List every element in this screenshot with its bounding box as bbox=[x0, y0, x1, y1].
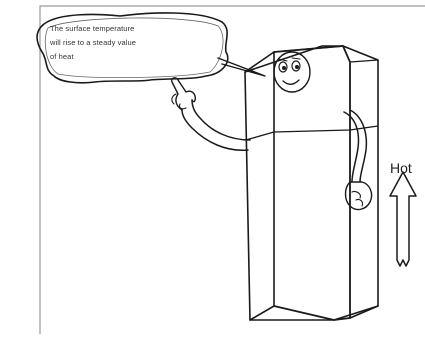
right-pupil-icon bbox=[296, 66, 299, 69]
door-hand-fingers bbox=[352, 191, 363, 206]
fridge-side-panel bbox=[245, 52, 274, 320]
fridge-face-smile bbox=[283, 80, 299, 84]
fridge-top-right bbox=[350, 60, 378, 62]
hot-label: Hot bbox=[390, 160, 412, 176]
fridge-top bbox=[245, 46, 343, 72]
pointing-arm bbox=[182, 100, 250, 150]
speech-bubble-line-3: of heat bbox=[50, 50, 200, 63]
heat-arrow-icon bbox=[390, 172, 416, 266]
speech-bubble-line-2: will rise to a steady value bbox=[50, 36, 200, 49]
door-arm bbox=[344, 110, 366, 182]
left-pupil-icon bbox=[283, 67, 286, 70]
fridge-front-panel bbox=[274, 46, 350, 320]
pointing-hand-fingers bbox=[172, 94, 186, 109]
speech-bubble-line-1: The surface temperature bbox=[50, 22, 200, 35]
